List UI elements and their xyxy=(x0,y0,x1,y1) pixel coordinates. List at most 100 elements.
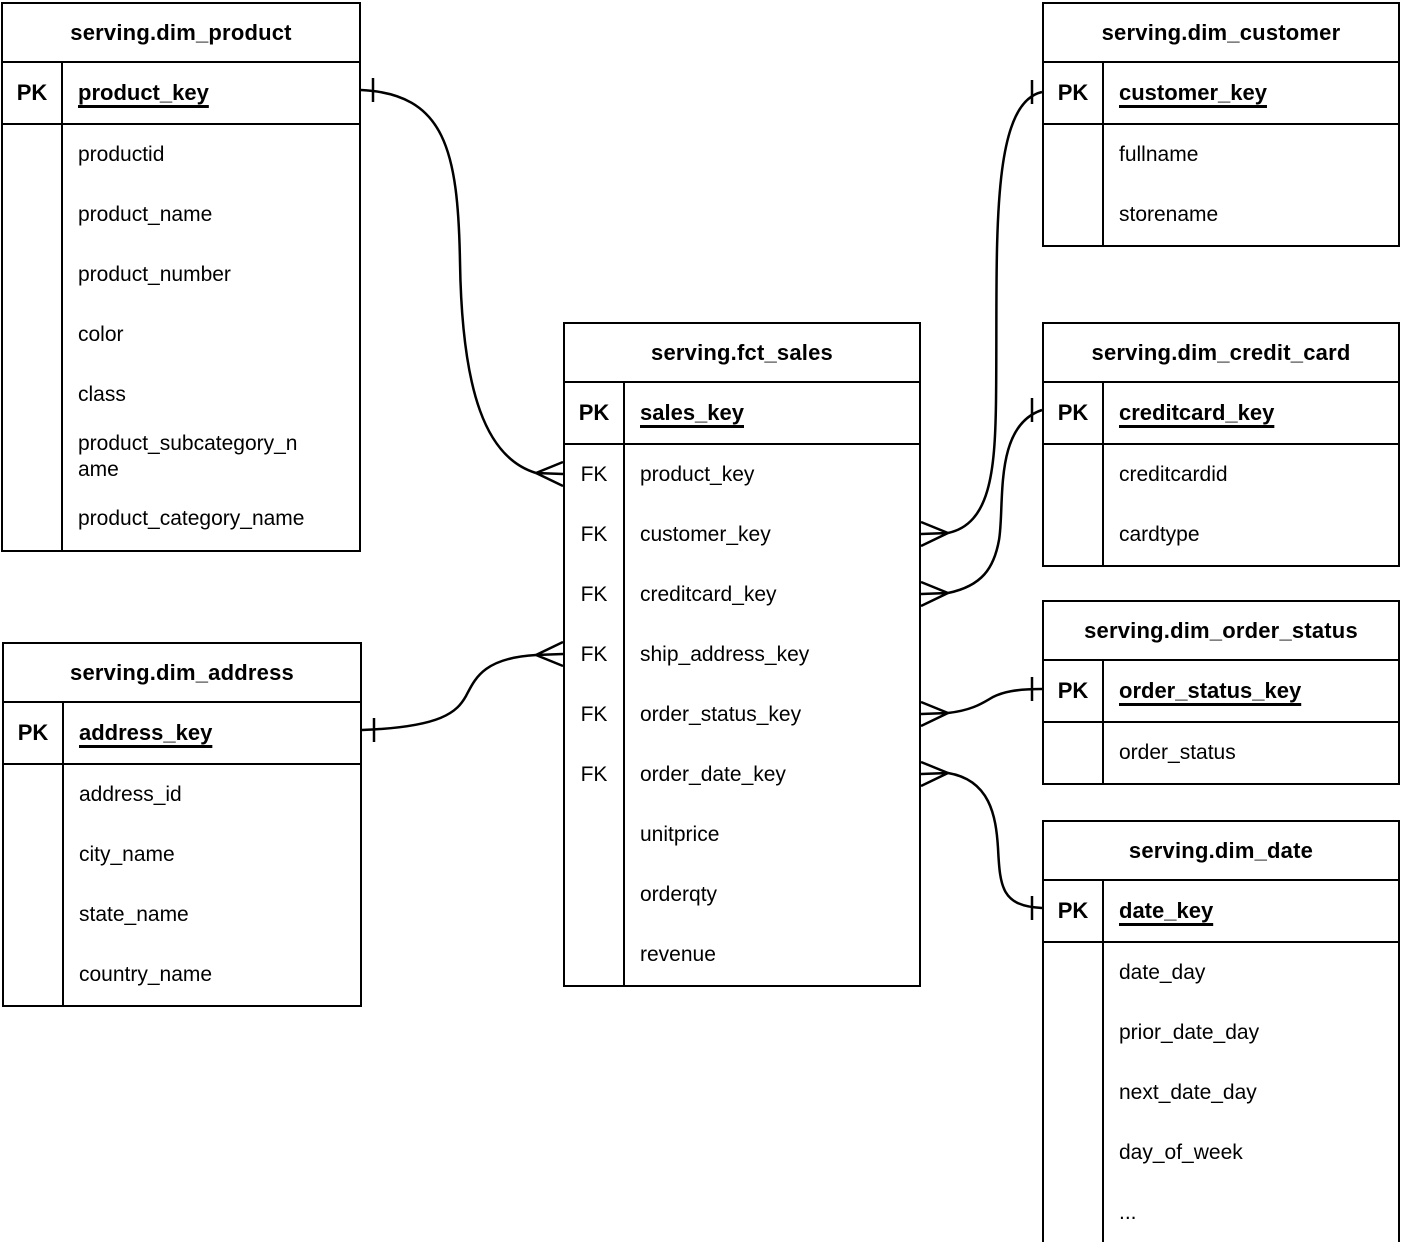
entity-dim-order-status: serving.dim_order_status PK order_status… xyxy=(1042,600,1400,785)
pk-label: PK xyxy=(565,383,625,443)
field-name: ... xyxy=(1119,1200,1137,1224)
pk-field: date_key xyxy=(1119,898,1214,924)
key-cell xyxy=(1044,505,1104,565)
field-name: product_number xyxy=(78,262,231,286)
field-row: cardtype xyxy=(1044,505,1398,565)
pk-field: order_status_key xyxy=(1119,678,1302,704)
crow-foot-icon xyxy=(920,580,949,608)
entity-dim-customer: serving.dim_customer PK customer_key ful… xyxy=(1042,2,1400,247)
key-cell xyxy=(3,489,63,550)
field-row: creditcardid xyxy=(1044,445,1398,505)
pk-label: PK xyxy=(1044,63,1104,123)
key-cell xyxy=(1044,723,1104,783)
key-cell xyxy=(565,865,625,925)
field-row: product_name xyxy=(3,185,359,245)
crow-foot-icon xyxy=(535,460,564,488)
relationship-line xyxy=(947,687,1043,715)
pk-row: PK product_key xyxy=(3,63,359,125)
field-name: state_name xyxy=(79,902,189,926)
key-cell xyxy=(3,245,63,305)
key-cell xyxy=(4,945,64,1005)
fk-label: FK xyxy=(565,625,625,685)
pk-label: PK xyxy=(3,63,63,123)
field-name: date_day xyxy=(1119,960,1206,984)
pk-field: creditcard_key xyxy=(1119,400,1275,426)
key-cell xyxy=(3,305,63,365)
relationship-customer xyxy=(920,80,1043,548)
field-row: city_name xyxy=(4,825,360,885)
field-name: unitprice xyxy=(640,822,720,846)
pk-field: address_key xyxy=(79,720,213,746)
pk-label: PK xyxy=(1044,881,1104,941)
field-name: prior_date_day xyxy=(1119,1020,1260,1044)
field-name: order_date_key xyxy=(640,762,786,786)
field-name: city_name xyxy=(79,842,175,866)
field-row: productid xyxy=(3,125,359,185)
fk-label: FK xyxy=(565,445,625,505)
pk-field: sales_key xyxy=(640,400,744,426)
field-name: productid xyxy=(78,142,165,166)
relationship-order-status xyxy=(920,677,1043,728)
field-name: fullname xyxy=(1119,142,1199,166)
relationship-order-date xyxy=(920,760,1043,920)
key-cell xyxy=(3,425,63,490)
field-name: product_subcategory_name xyxy=(78,432,298,482)
field-name: next_date_day xyxy=(1119,1080,1257,1104)
relationship-creditcard xyxy=(920,398,1043,608)
key-cell xyxy=(1044,445,1104,505)
field-row: FK creditcard_key xyxy=(565,565,919,625)
crow-foot-icon xyxy=(535,640,564,668)
entity-dim-product: serving.dim_product PK product_key produ… xyxy=(1,2,361,552)
field-row: prior_date_day xyxy=(1044,1003,1398,1063)
field-row: address_id xyxy=(4,765,360,825)
key-cell xyxy=(3,365,63,425)
field-name: product_category_name xyxy=(78,507,305,531)
pk-row: PK creditcard_key xyxy=(1044,383,1398,445)
pk-label: PK xyxy=(4,703,64,763)
field-row: ... xyxy=(1044,1183,1398,1242)
key-cell xyxy=(1044,125,1104,185)
field-name: color xyxy=(78,322,124,346)
field-name: order_status xyxy=(1119,740,1236,764)
fk-label: FK xyxy=(565,745,625,805)
pk-row: PK date_key xyxy=(1044,881,1398,943)
fk-label: FK xyxy=(565,685,625,745)
field-row: state_name xyxy=(4,885,360,945)
key-cell xyxy=(1044,1003,1104,1063)
key-cell xyxy=(4,885,64,945)
field-name: address_id xyxy=(79,782,182,806)
field-name: country_name xyxy=(79,962,213,986)
pk-label: PK xyxy=(1044,661,1104,721)
pk-row: PK sales_key xyxy=(565,383,919,445)
table-title: serving.dim_order_status xyxy=(1044,602,1398,661)
field-row: fullname xyxy=(1044,125,1398,185)
field-name: cardtype xyxy=(1119,522,1200,546)
field-name: creditcard_key xyxy=(640,582,777,606)
key-cell xyxy=(565,805,625,865)
key-cell xyxy=(1044,1063,1104,1123)
field-row: class xyxy=(3,365,359,425)
key-cell xyxy=(1044,1183,1104,1242)
key-cell xyxy=(4,825,64,885)
field-row: country_name xyxy=(4,945,360,1005)
field-name: orderqty xyxy=(640,882,718,906)
key-cell xyxy=(1044,185,1104,245)
entity-dim-credit-card: serving.dim_credit_card PK creditcard_ke… xyxy=(1042,322,1400,567)
fk-label: FK xyxy=(565,565,625,625)
field-row: revenue xyxy=(565,925,919,985)
field-row: FK product_key xyxy=(565,445,919,505)
field-name: day_of_week xyxy=(1119,1140,1243,1164)
field-row: FK order_date_key xyxy=(565,745,919,805)
table-title: serving.dim_credit_card xyxy=(1044,324,1398,383)
field-name: class xyxy=(78,382,126,406)
field-row: product_subcategory_name xyxy=(3,425,359,490)
field-row: next_date_day xyxy=(1044,1063,1398,1123)
key-cell xyxy=(1044,943,1104,1003)
field-name: product_key xyxy=(640,462,755,486)
relationship-line xyxy=(947,771,1043,910)
key-cell xyxy=(4,765,64,825)
pk-field: product_key xyxy=(78,80,209,106)
